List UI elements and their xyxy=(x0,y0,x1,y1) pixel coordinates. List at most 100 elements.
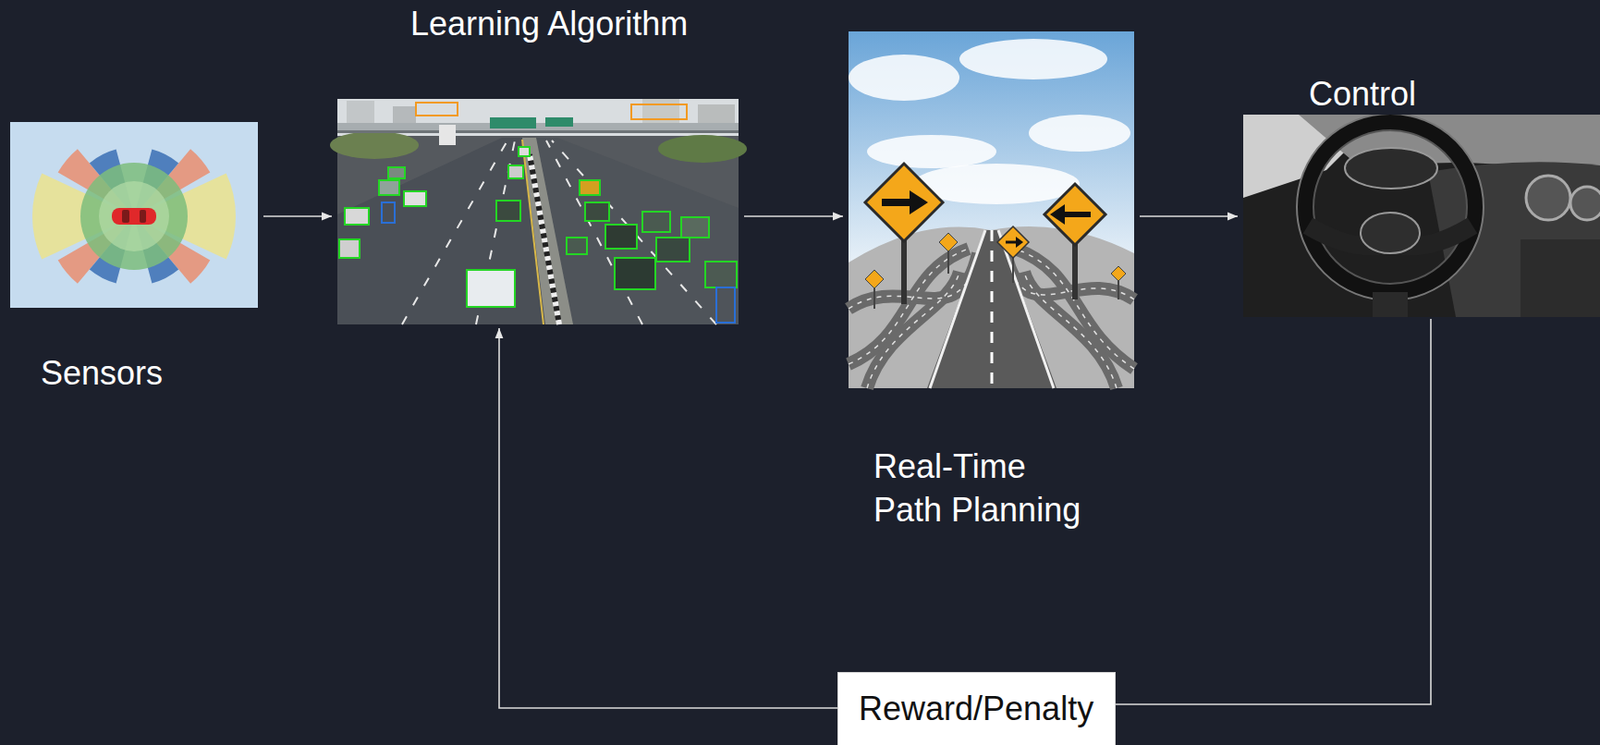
sensor-node: Sensors xyxy=(10,122,258,400)
trees xyxy=(658,134,747,163)
detected-bus xyxy=(579,180,600,196)
sign-arrow xyxy=(909,190,929,215)
building xyxy=(642,98,680,127)
box-label: Reward/Penalty xyxy=(858,688,1094,729)
sign-pole xyxy=(1012,256,1014,283)
path-illustration xyxy=(848,31,1135,389)
connector-arrow xyxy=(263,215,332,218)
steering-column xyxy=(1372,292,1408,318)
sensor-illustration xyxy=(10,122,258,308)
center-line xyxy=(990,230,994,389)
steering-wheel xyxy=(1296,114,1484,301)
sign-arrow xyxy=(1015,236,1024,248)
sign-pole xyxy=(873,286,876,309)
median xyxy=(522,137,574,325)
arrow-sign xyxy=(1111,266,1126,281)
detected-car xyxy=(656,237,690,262)
detected-car xyxy=(403,191,427,207)
sign-pole xyxy=(1117,279,1120,300)
road-sign xyxy=(439,124,456,146)
detected-car xyxy=(585,202,610,221)
connector-arrow xyxy=(744,215,843,218)
arrow-sign xyxy=(939,232,958,252)
car-window xyxy=(122,209,130,223)
detected-car xyxy=(681,217,709,238)
road-sign xyxy=(489,117,537,129)
sign-arrow xyxy=(1050,204,1065,225)
detection-box xyxy=(381,202,395,223)
overpass xyxy=(337,122,739,131)
planning-node: Real-Time Path Planning xyxy=(848,31,1135,537)
detected-car xyxy=(642,211,671,233)
sensor-background xyxy=(10,122,258,308)
node-label: Sensors xyxy=(40,353,163,393)
sign-pole xyxy=(947,249,950,274)
cabin xyxy=(1243,114,1600,318)
straight-road xyxy=(927,230,1057,389)
reward-box: Reward/Penalty xyxy=(837,671,1116,745)
node-label: Control xyxy=(1308,73,1417,114)
sky xyxy=(848,31,1135,389)
sign-arrow xyxy=(881,198,914,207)
detected-car xyxy=(508,165,524,179)
air-vent xyxy=(1570,186,1600,220)
detected-car xyxy=(339,239,360,258)
detected-car xyxy=(614,257,656,290)
steering-wheel xyxy=(1305,122,1476,293)
arrow-sign xyxy=(865,269,884,289)
connector-arrow xyxy=(499,328,838,709)
arrow-sign xyxy=(997,226,1029,258)
cloud xyxy=(1028,114,1131,152)
sign-pole xyxy=(901,239,907,305)
road-edge xyxy=(998,230,1054,389)
lane-line xyxy=(546,140,643,325)
gauge-cluster xyxy=(1344,147,1438,189)
ultrasonic-zone xyxy=(98,181,170,252)
connector-arrow xyxy=(1115,318,1431,705)
detected-car xyxy=(705,261,737,288)
control-illustration xyxy=(1243,113,1600,318)
arrow-sign xyxy=(1044,183,1106,245)
building xyxy=(346,100,375,127)
trees xyxy=(329,131,419,159)
detection-box xyxy=(415,102,458,116)
road-sign xyxy=(545,117,574,127)
steering-wheel xyxy=(1313,130,1467,284)
detected-cars xyxy=(339,146,737,307)
lane-line xyxy=(522,139,544,325)
ultrasonic-zone xyxy=(80,162,188,270)
sign-pole xyxy=(1072,239,1078,300)
wheel-hub xyxy=(1360,212,1420,254)
detected-car xyxy=(566,237,587,255)
detected-car xyxy=(496,200,521,221)
detection-illustration xyxy=(329,98,747,325)
node-label: Real-Time Path Planning xyxy=(873,445,1092,533)
connector-arrow xyxy=(1139,215,1238,218)
car-window xyxy=(139,209,147,223)
cloud xyxy=(867,134,997,169)
control-node: Control xyxy=(1243,72,1600,318)
lane-line xyxy=(551,140,717,325)
cloud xyxy=(848,54,960,101)
air-vent xyxy=(1526,175,1571,220)
land xyxy=(848,226,1135,389)
road xyxy=(337,137,546,325)
detected-car xyxy=(344,207,369,225)
sign-arrow xyxy=(1061,211,1091,218)
sign-arrow xyxy=(1005,241,1017,245)
detected-car xyxy=(466,269,515,307)
learning-node: Learning Algorithm xyxy=(337,1,739,325)
detection-box xyxy=(716,287,735,323)
detection-box xyxy=(631,104,687,120)
edge-group xyxy=(263,216,1431,709)
car-body xyxy=(111,207,157,225)
overpass xyxy=(337,130,739,134)
detected-car xyxy=(388,167,405,179)
node-label: Learning Algorithm xyxy=(410,3,688,44)
door-panel xyxy=(1520,239,1600,318)
road-marking xyxy=(848,253,978,309)
road-edge xyxy=(929,230,986,389)
detected-car xyxy=(518,146,530,157)
arrow-sign xyxy=(865,163,943,242)
